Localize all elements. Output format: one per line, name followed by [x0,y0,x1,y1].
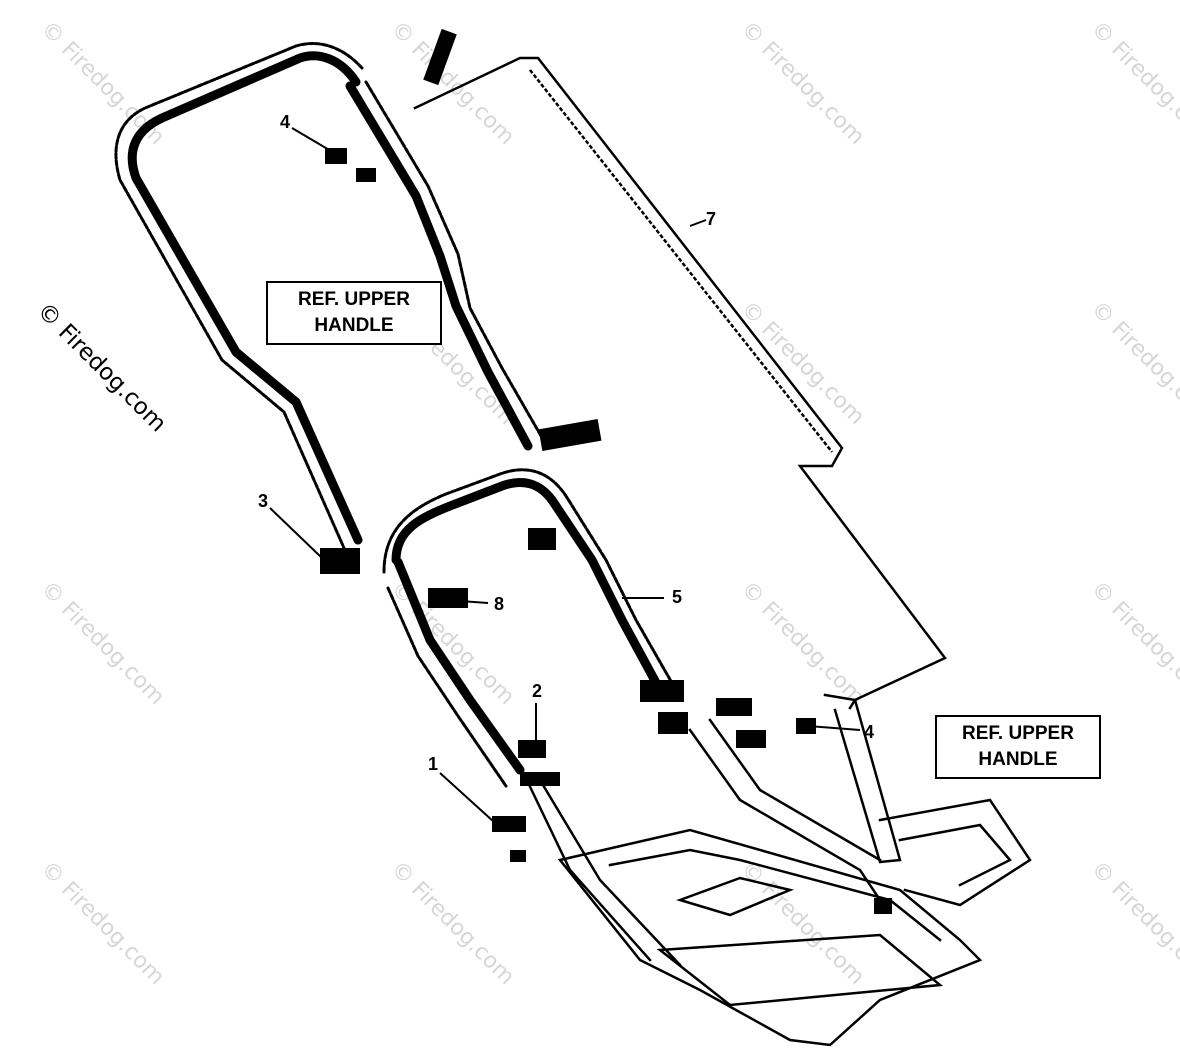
callout-4-bottom: 4 [864,722,874,742]
watermark-layer: © Firedog.com © Firedog.com © Firedog.co… [36,17,1180,990]
upper-handle-right-outline [364,80,550,450]
knob [528,528,556,550]
handle-leg-right-inner [708,718,882,862]
upper-handle-outline [114,42,364,550]
ref-box [935,715,1101,779]
ref-upper-handle-right: REF. UPPER HANDLE [935,715,1101,779]
knob [640,680,684,702]
lower-handle-left-outline [386,586,508,788]
knob [658,712,688,734]
ref-label-line1: REF. UPPER [962,723,1074,744]
knob [423,28,457,86]
grass-bag-edge [529,69,833,453]
knob [510,850,526,862]
watermark-main: © Firedog.com [32,298,171,437]
callout-5: 5 [672,587,682,607]
callout-7: 7 [706,209,716,229]
watermark: © Firedog.com [1086,577,1180,710]
leader-1 [439,772,495,823]
knob [325,148,347,164]
callout-1: 1 [428,754,438,774]
ref-box [266,281,442,345]
callout-8: 8 [494,594,504,614]
ref-upper-handle-left: REF. UPPER HANDLE [266,281,442,345]
leaders [269,127,861,823]
callout-3: 3 [258,491,268,511]
lower-handle-tube [391,478,665,695]
ref-label-line2: HANDLE [978,749,1057,770]
handle-leg-left-inner [538,778,682,967]
knob [428,588,468,608]
watermark: © Firedog.com [1086,17,1180,150]
lower-handle-left-tube [393,557,525,775]
rear-bracket [823,693,902,864]
ref-label-line1: REF. UPPER [298,289,410,310]
leader-8 [445,599,489,604]
leader-7 [689,219,707,227]
knob [874,898,892,914]
knob [320,548,360,574]
deck-side-inner [898,823,1012,887]
ref-label-line2: HANDLE [314,315,393,336]
deck-side-bracket [878,798,1032,907]
deck-bracket [676,876,795,917]
lower-handle-outline [382,468,678,692]
watermark: © Firedog.com [736,577,869,710]
handle-leg-left [520,768,652,962]
callout-2: 2 [532,681,542,701]
knob [736,730,766,748]
upper-handle-tube [127,51,363,545]
watermark: © Firedog.com [1086,857,1180,990]
watermark: © Firedog.com [386,857,519,990]
hardware [320,28,892,914]
mower-deck-outline [557,828,983,1047]
knob [796,718,816,734]
knob [716,698,752,716]
knob [356,168,376,182]
upper-handle-right-tube [345,81,533,451]
grass-bag-outline [413,56,947,710]
watermark: © Firedog.com [736,17,869,150]
knob [520,772,560,786]
watermark: © Firedog.com [36,857,169,990]
mower-deck-top [608,848,942,942]
watermark: © Firedog.com [36,577,169,710]
knob [492,816,526,832]
callout-4-top: 4 [280,112,290,132]
leader-4-top [291,127,337,155]
watermark: © Firedog.com [1086,297,1180,430]
leader-3 [269,507,323,559]
watermark: © Firedog.com [736,297,869,430]
knob [518,740,546,758]
handle-leg-right [688,728,882,902]
deck-plate [656,933,944,1007]
knob [538,418,602,452]
leader-4-bottom [807,725,861,731]
